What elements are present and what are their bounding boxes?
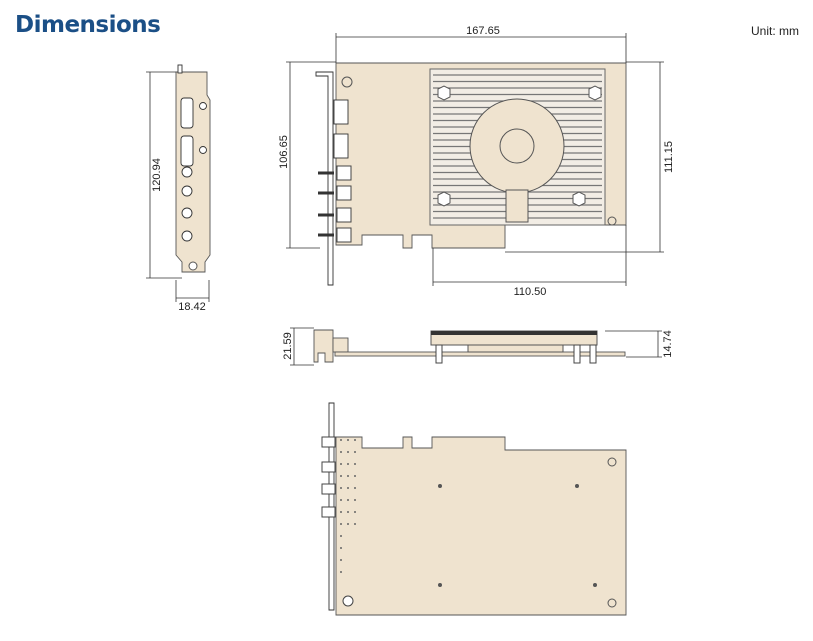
card-bottom-view (321, 402, 627, 616)
bracket-front-view (175, 64, 211, 273)
dim-text: 167.65 (466, 25, 500, 37)
solder-point (340, 451, 342, 453)
solder-point (347, 499, 349, 501)
dim-bracket-width: 18.42 (175, 280, 210, 313)
dim-board-height-right: 111.15 (505, 61, 675, 253)
dim-text: 21.59 (282, 332, 294, 360)
solder-point (354, 439, 356, 441)
solder-point (340, 439, 342, 441)
solder-point (354, 463, 356, 465)
solder-point (340, 559, 342, 561)
dim-side-height-left: 21.59 (282, 327, 314, 366)
dim-edge-length: 110.50 (432, 225, 627, 298)
dim-text: 111.15 (663, 141, 675, 173)
solder-point (340, 499, 342, 501)
solder-point (340, 511, 342, 513)
solder-point (347, 475, 349, 477)
solder-point (340, 487, 342, 489)
solder-point (347, 487, 349, 489)
solder-point (354, 523, 356, 525)
dim-width-top: 167.65 (335, 25, 627, 63)
solder-point (347, 439, 349, 441)
dim-bracket-height: 120.94 (146, 71, 182, 279)
solder-point (347, 523, 349, 525)
dim-text: 14.74 (662, 330, 674, 358)
solder-point (354, 487, 356, 489)
solder-point (340, 547, 342, 549)
unit-label: Unit: mm (751, 24, 799, 38)
solder-point (340, 523, 342, 525)
card-top-view (315, 62, 627, 286)
page-title: Dimensions (15, 12, 161, 38)
dim-text: 18.42 (178, 301, 206, 313)
solder-point (347, 463, 349, 465)
solder-points (340, 439, 356, 573)
solder-point (354, 451, 356, 453)
dim-text: 106.65 (278, 135, 290, 169)
dim-side-height-right: 14.74 (605, 330, 674, 358)
solder-point (340, 475, 342, 477)
solder-point (354, 499, 356, 501)
card-side-view (313, 329, 626, 364)
solder-point (354, 475, 356, 477)
solder-point (340, 535, 342, 537)
dim-text: 120.94 (151, 158, 163, 192)
solder-point (347, 451, 349, 453)
solder-point (340, 571, 342, 573)
dim-board-height-left: 106.65 (278, 61, 336, 249)
solder-point (340, 463, 342, 465)
solder-point (347, 511, 349, 513)
solder-point (354, 511, 356, 513)
dim-text: 110.50 (514, 286, 547, 298)
